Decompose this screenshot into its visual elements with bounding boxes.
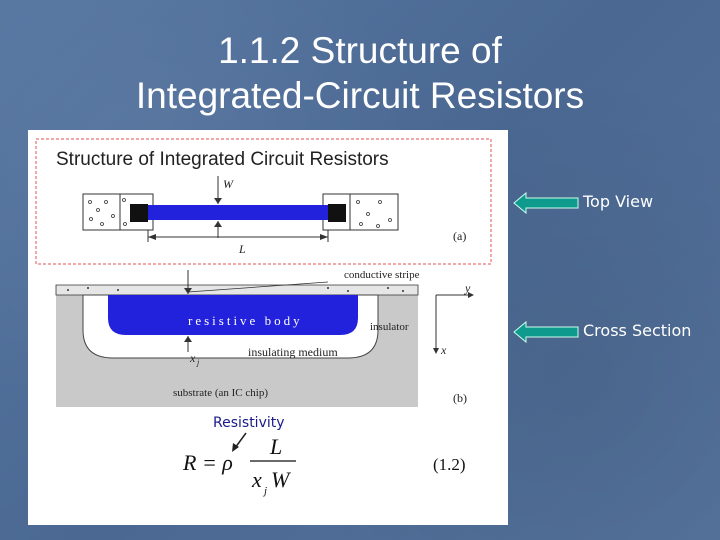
xj-arrowhead-bottom — [184, 336, 192, 342]
cross-section-arrow-icon — [513, 320, 579, 344]
x-axis-arrowhead — [433, 348, 439, 354]
x-axis-label: x — [440, 343, 447, 357]
resistivity-pointer-head — [232, 443, 239, 452]
top-view-callout: Top View — [583, 192, 654, 211]
insulator-label: insulator — [370, 321, 409, 333]
equation-number: (1.2) — [433, 455, 466, 474]
insulating-medium-label: insulating medium — [248, 345, 338, 359]
figure-heading: Structure of Integrated Circuit Resistor… — [56, 149, 389, 170]
left-contact-square — [130, 204, 148, 222]
equation-denominator-sub: j — [262, 485, 267, 497]
top-view-frame — [35, 138, 492, 265]
y-axis-arrowhead — [468, 292, 474, 298]
cross-section-tag: (b) — [453, 391, 467, 405]
xj-subscript: j — [196, 358, 200, 367]
w-arrowhead-top — [214, 198, 222, 204]
cross-section-callout: Cross Section — [583, 321, 692, 340]
resistor-stripe-top — [148, 205, 328, 220]
right-pad-texture — [356, 200, 392, 228]
top-view-arrow-icon — [513, 191, 579, 215]
slide-title: 1.1.2 Structure of Integrated-Circuit Re… — [0, 28, 720, 118]
resistive-body-label: resistive body — [188, 313, 303, 328]
l-arrowhead-right — [320, 234, 328, 240]
w-arrowhead-bottom — [214, 221, 222, 227]
title-line-1: 1.1.2 Structure of — [218, 30, 502, 71]
figure-svg: Structure of Integrated Circuit Resistor… — [35, 138, 492, 497]
conductive-stripe-label: conductive stripe — [344, 269, 420, 281]
w-label: W — [223, 177, 234, 191]
conductive-stripe-leader — [187, 281, 329, 293]
substrate-label: substrate (an IC chip) — [173, 387, 268, 399]
equation-lhs: R = ρ — [182, 450, 233, 475]
surface-texture — [67, 287, 404, 292]
resistivity-pointer — [234, 432, 247, 449]
resistive-body-region — [108, 295, 358, 335]
figure-panel: Structure of Integrated Circuit Resistor… — [28, 130, 508, 525]
top-view-tag: (a) — [453, 229, 466, 243]
title-line-2: Integrated-Circuit Resistors — [135, 75, 585, 116]
y-axis-label: y — [464, 281, 471, 295]
equation-denominator-x: x — [251, 467, 262, 492]
l-label: L — [238, 242, 246, 256]
equation-numerator: L — [269, 434, 282, 459]
left-pad-texture — [88, 198, 127, 226]
top-oxide-layer — [55, 284, 419, 296]
xj-arrowhead-top — [184, 288, 192, 294]
l-arrowhead-left — [148, 234, 156, 240]
equation-denominator-w: W — [271, 467, 291, 492]
xj-label: x — [189, 351, 196, 365]
resistivity-label: Resistivity — [213, 415, 285, 431]
right-contact-square — [328, 204, 346, 222]
